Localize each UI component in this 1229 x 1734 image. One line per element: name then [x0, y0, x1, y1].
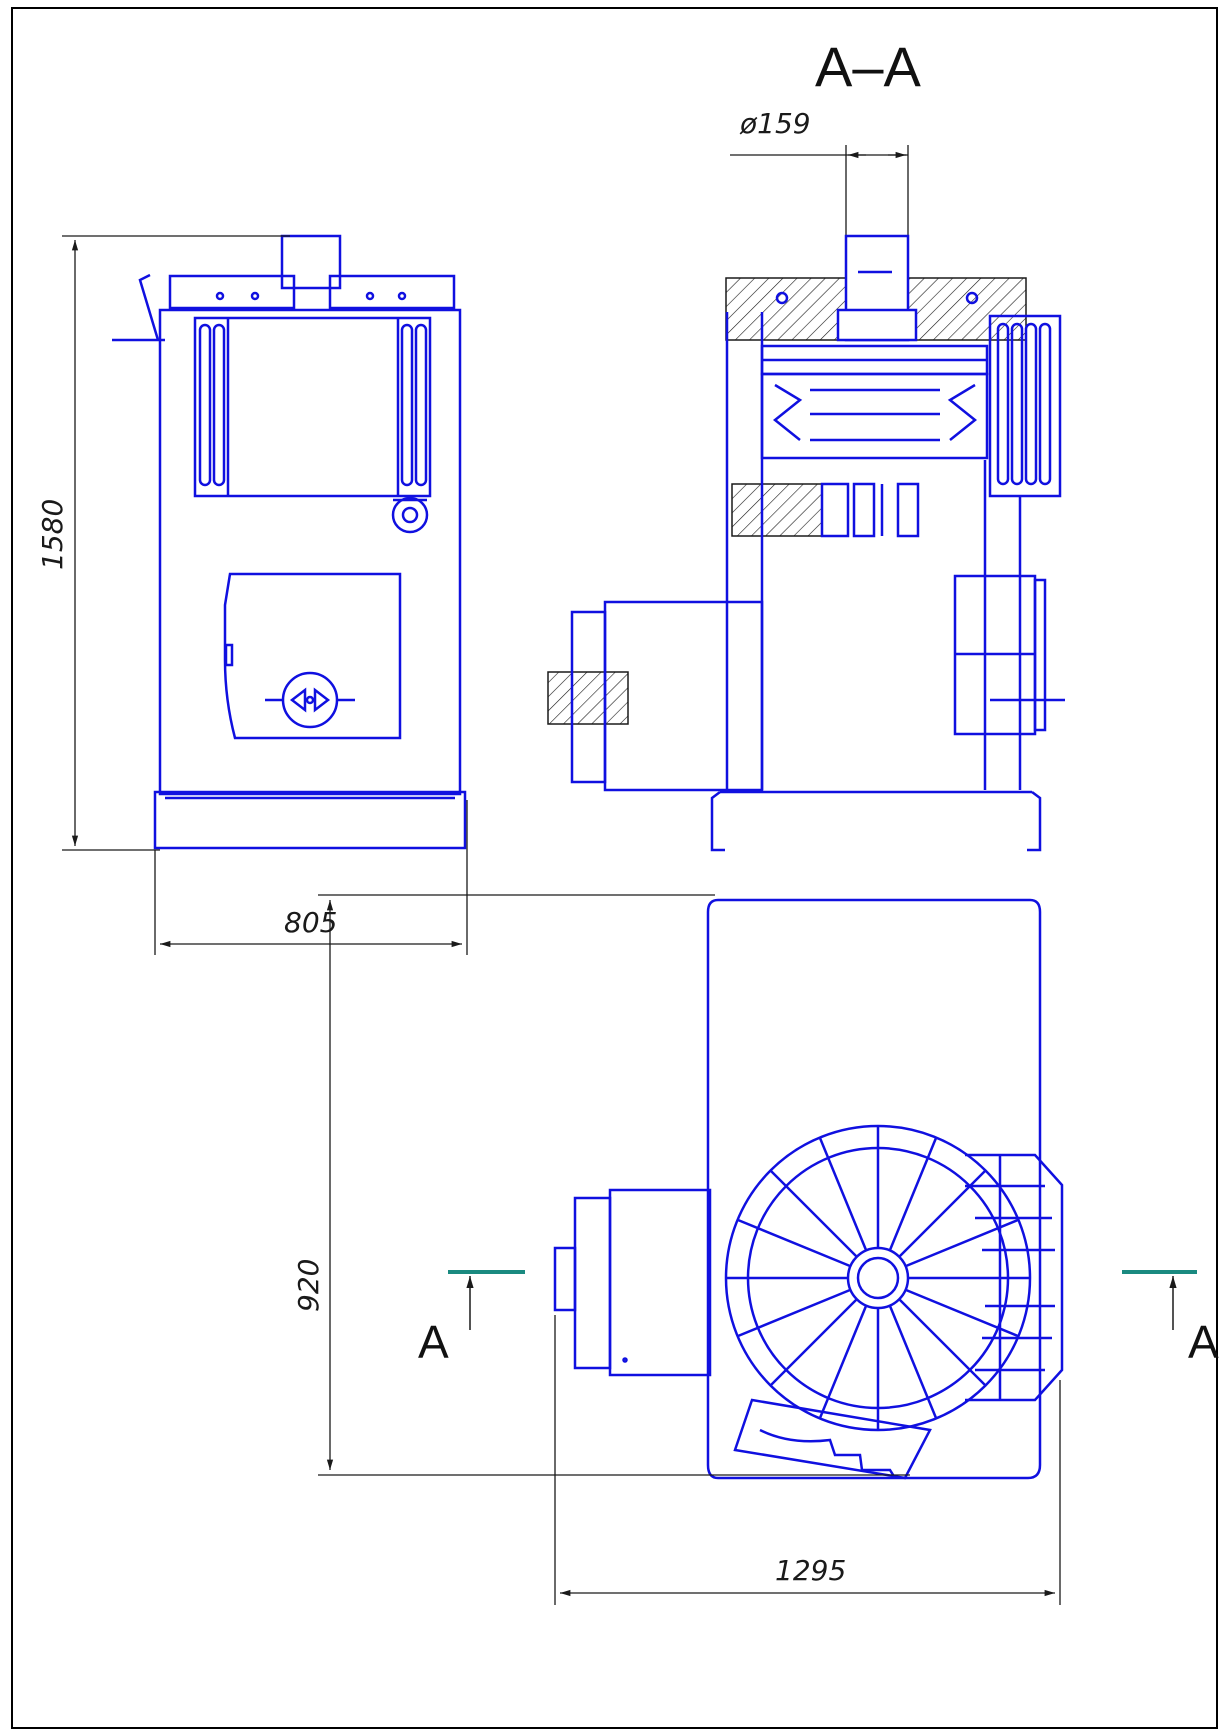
section-marker-left: A: [418, 1316, 449, 1368]
dim-length-plan-label: 1295: [775, 1554, 846, 1587]
sheet-frame: [11, 7, 1218, 1729]
plan-view: [553, 898, 1064, 1480]
section-title: A–A: [815, 35, 921, 98]
front-view-dimensions: [62, 235, 468, 955]
front-view: [112, 234, 467, 850]
dim-pipe-diameter-label: ø159: [739, 107, 811, 140]
dim-depth-plan-label: 920: [292, 1259, 325, 1312]
dim-height-label: 1580: [36, 499, 69, 570]
section-marker-right: A: [1188, 1316, 1219, 1368]
plan-dimensions: [318, 894, 1061, 1605]
section-view: [570, 234, 1065, 852]
section-dimensions: [730, 145, 909, 240]
section-cut-markers: [448, 1270, 1197, 1330]
